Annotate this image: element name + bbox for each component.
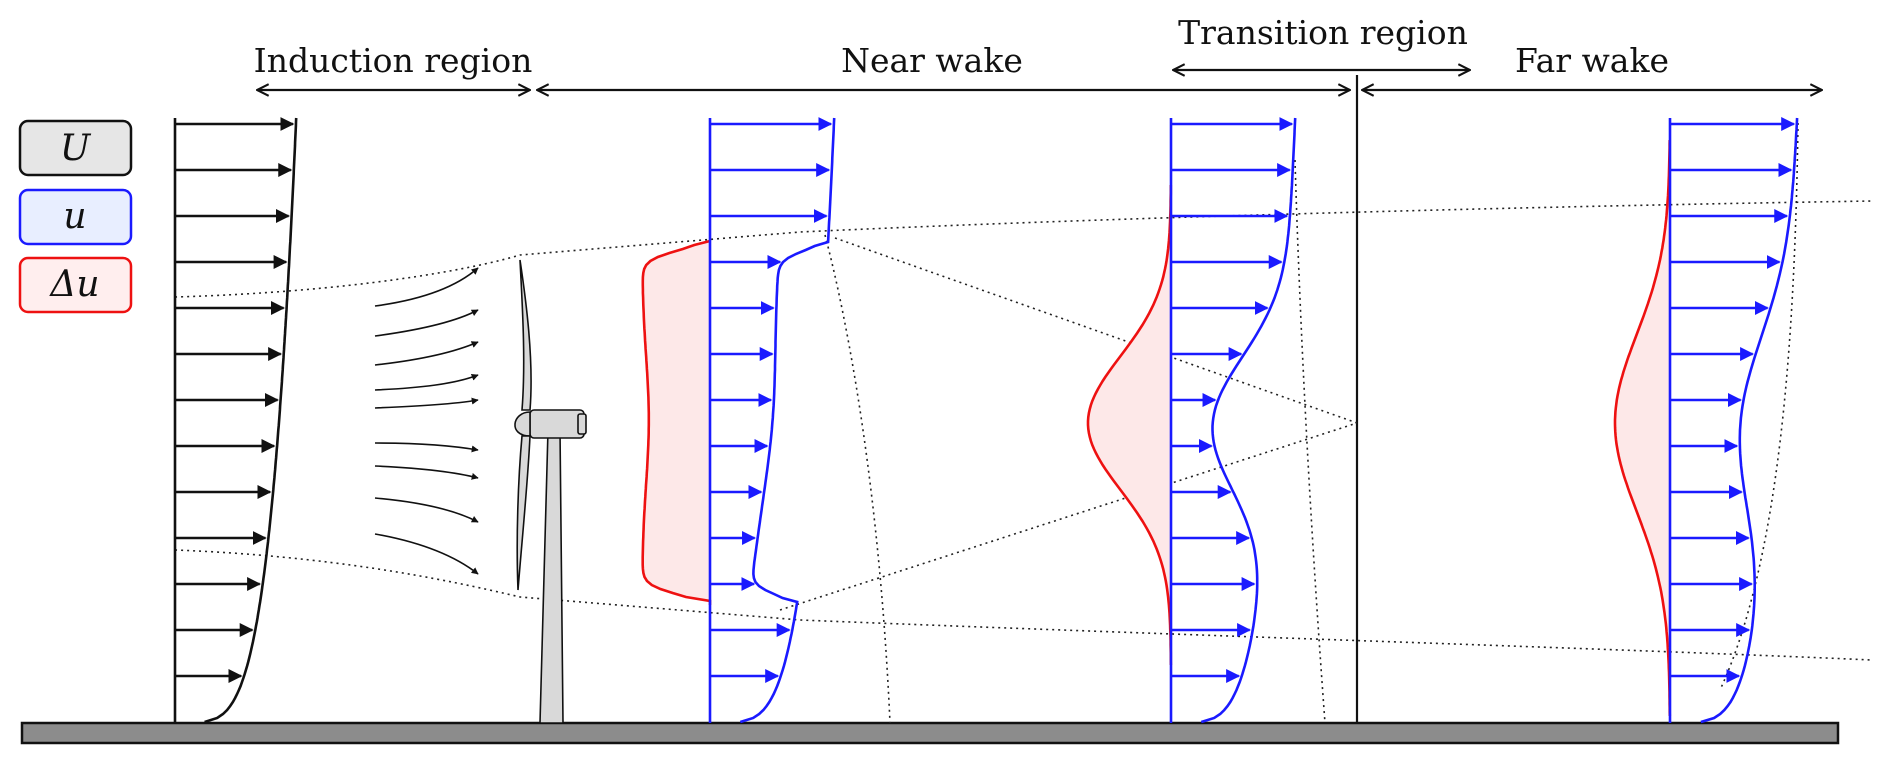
streamline (374, 497, 479, 523)
legend-box-u (18, 188, 133, 246)
turbine-hub (514, 411, 531, 437)
legend-label-U: U (60, 128, 92, 169)
transition-region-label: Transition region (1178, 13, 1468, 52)
wind-turbine (514, 259, 587, 724)
legend-box-U (18, 119, 133, 177)
legend-label-delta-u: Δu (48, 264, 99, 305)
streamline (374, 442, 479, 453)
transition-inflow-envelope (1294, 159, 1326, 724)
velocity-deficit-curve (1613, 139, 1672, 717)
turbine-nacelle (529, 409, 585, 439)
inflow-profile (173, 117, 298, 724)
turbine-blade-upper (519, 259, 532, 411)
near-wake-core-lower (779, 422, 1358, 611)
streamline (374, 465, 479, 480)
velocity-deficit-area (642, 241, 710, 606)
near-wake-core-upper (834, 237, 1358, 424)
transition-profile (1086, 117, 1297, 724)
streamline (374, 533, 479, 575)
streamline (374, 267, 479, 307)
velocity-deficit-area (1615, 140, 1670, 718)
induction-streamlines (374, 267, 479, 575)
turbine-blade-lower (516, 435, 531, 591)
near-wake-inflow-envelope (824, 234, 891, 724)
streamline (374, 341, 479, 366)
legend-box-delta-u (18, 256, 133, 314)
turbine-tower (539, 429, 564, 724)
far-wake-inflow-envelope (1719, 122, 1799, 691)
velocity-profile-curve (739, 117, 836, 724)
far-wake-label: Far wake (1515, 41, 1669, 80)
streamline (374, 309, 479, 337)
velocity-deficit-curve (641, 239, 712, 605)
velocity-profile-curve (1700, 117, 1799, 724)
far-wake-profile (1613, 117, 1799, 724)
legend: U u Δu (18, 119, 133, 314)
streamline (374, 397, 479, 409)
turbine-hub-back (577, 413, 587, 435)
ground (20, 721, 1840, 745)
legend-label-u: u (63, 196, 86, 237)
near-wake-label: Near wake (841, 41, 1023, 80)
velocity-profile-curve (204, 117, 298, 724)
velocity-deficit-curve (1086, 185, 1173, 666)
near-wake-profile (641, 117, 836, 724)
streamline (374, 374, 479, 391)
region-arrows (257, 70, 1822, 90)
velocity-deficit-area (1088, 185, 1171, 665)
induction-region-label: Induction region (254, 41, 533, 80)
upper-wake-boundary (174, 200, 1873, 298)
velocity-profile-curve (1200, 117, 1297, 724)
lower-wake-boundary (174, 549, 1873, 661)
